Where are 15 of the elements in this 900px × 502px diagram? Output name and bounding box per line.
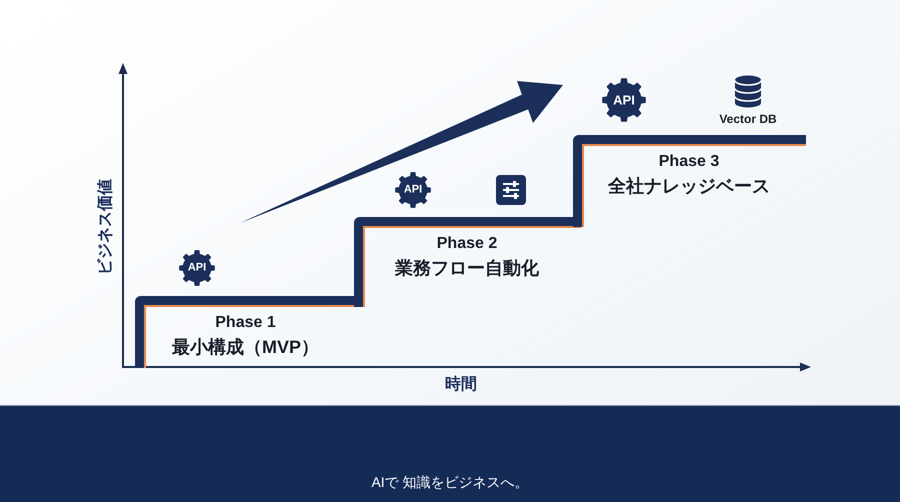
axis-label: 時間 bbox=[445, 377, 477, 393]
icon-caption: API bbox=[404, 184, 422, 196]
stair-step bbox=[573, 135, 806, 227]
phase-description: 最小構成（MVP） bbox=[172, 336, 319, 359]
tagline: AIで 知識をビジネスへ。 bbox=[371, 475, 529, 489]
axis-label: ビジネス価値 bbox=[98, 179, 114, 275]
icon-caption: Vector DB bbox=[719, 113, 777, 125]
phase-title: Phase 3 bbox=[658, 152, 720, 172]
icon-caption: API bbox=[188, 262, 206, 274]
phase-description: 全社ナレッジベース bbox=[608, 175, 770, 198]
stair-step bbox=[354, 217, 581, 307]
phase-title: Phase 1 bbox=[215, 313, 276, 333]
phase-description: 業務フロー自動化 bbox=[395, 257, 539, 280]
phase-title: Phase 2 bbox=[436, 234, 498, 254]
icon-caption: API bbox=[613, 94, 635, 106]
